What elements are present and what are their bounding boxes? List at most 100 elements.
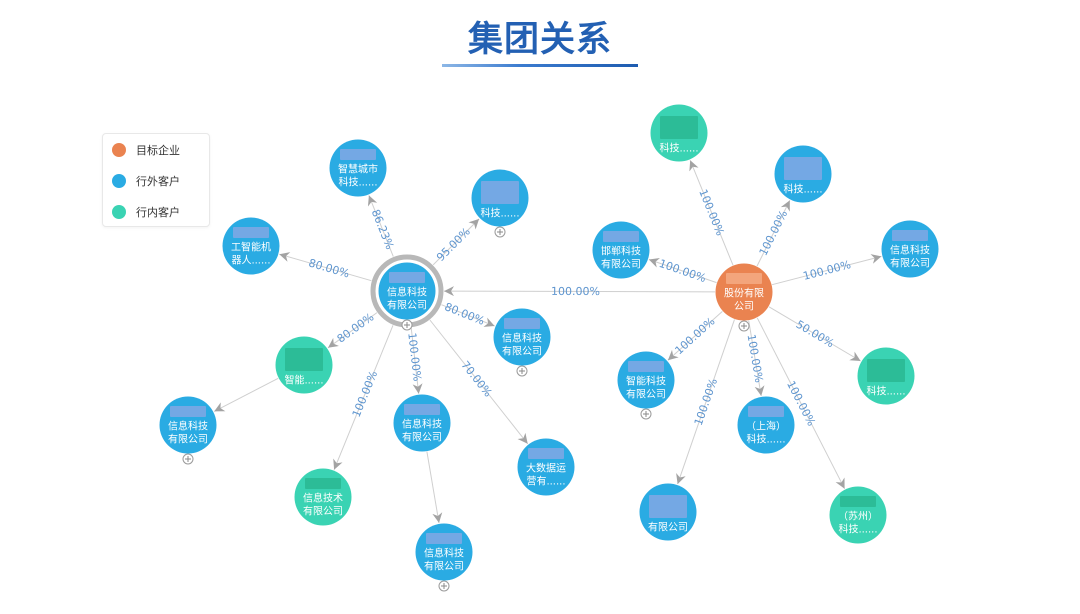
masked-name xyxy=(233,227,269,238)
masked-name xyxy=(784,157,822,180)
relation-edge xyxy=(771,254,882,286)
plus-sign xyxy=(497,229,503,235)
edge-share-label: 100.00% xyxy=(745,333,766,383)
plus-circle-icon[interactable] xyxy=(738,320,750,332)
plus-circle-icon[interactable] xyxy=(438,580,450,592)
node-name-line: 有限公司 xyxy=(626,388,666,401)
masked-name xyxy=(170,406,206,417)
relation-edge xyxy=(748,320,765,396)
relation-edge xyxy=(432,218,480,266)
plus-circle-icon[interactable] xyxy=(516,365,528,377)
node-name-line: 营有...... xyxy=(526,475,565,488)
plus-sign xyxy=(185,456,191,462)
teal-circle-icon xyxy=(112,205,126,219)
node-name-line: 工智能机 xyxy=(231,241,271,254)
external-client-node[interactable]: 工智能机器人...... xyxy=(222,217,280,275)
edge-share-label: 100.00% xyxy=(405,332,423,382)
node-name-line: 邯郸科技 xyxy=(601,245,641,258)
plus-sign xyxy=(643,411,649,417)
node-name-line: 科技...... xyxy=(338,176,377,189)
plus-circle-icon[interactable] xyxy=(182,453,194,465)
page-title: 集团关系 xyxy=(467,20,612,60)
external-client-node[interactable]: 智慧城市科技...... xyxy=(329,139,387,197)
masked-name xyxy=(426,533,462,544)
node-name-line: 有限公司 xyxy=(168,433,208,446)
node-name-line: 科技...... xyxy=(659,142,698,155)
node-name-line: 科技...... xyxy=(783,183,822,196)
legend-item-internal-client[interactable]: 行内客户 xyxy=(112,202,180,222)
masked-name xyxy=(340,149,376,160)
legend-item-target-company[interactable]: 目标企业 xyxy=(112,140,180,160)
edge-share-label: 100.00% xyxy=(551,285,600,298)
external-client-node[interactable]: （上海）科技...... xyxy=(737,396,795,454)
plus-sign xyxy=(519,368,525,374)
node-name-line: 有限公司 xyxy=(424,560,464,573)
orange-circle-icon xyxy=(112,143,126,157)
node-name-line: 有限公司 xyxy=(648,521,688,534)
relation-edge xyxy=(648,257,717,284)
internal-client-node[interactable]: 智能...... xyxy=(275,336,333,394)
external-client-node[interactable]: 大数据运营有...... xyxy=(517,438,575,496)
masked-name xyxy=(649,495,687,518)
nodes-layer: 股份有限公司信息科技有限公司智慧城市科技......科技......工智能机器人… xyxy=(159,104,939,592)
node-name-line: 智能...... xyxy=(284,374,323,387)
relation-edge xyxy=(426,451,443,523)
edge-share-label: 100.00% xyxy=(672,315,717,357)
node-name-line: 科技...... xyxy=(480,207,519,220)
edge-share-label: 70.00% xyxy=(458,359,494,400)
node-name-line: 科技...... xyxy=(746,433,785,446)
edge-share-label: 100.00% xyxy=(757,208,791,258)
node-name-line: 器人...... xyxy=(231,255,270,267)
relation-edge xyxy=(327,312,378,349)
node-name-line: （上海） xyxy=(746,420,786,433)
external-client-node[interactable]: 科技...... xyxy=(471,169,529,227)
relation-edge xyxy=(279,252,372,282)
masked-name xyxy=(892,230,928,241)
masked-name xyxy=(404,404,440,415)
external-client-node[interactable]: 科技...... xyxy=(774,145,832,203)
node-name-line: 信息科技 xyxy=(424,547,464,560)
blue-circle-icon xyxy=(112,174,126,188)
node-name-line: 信息科技 xyxy=(402,418,442,431)
internal-client-node[interactable]: （苏州）科技...... xyxy=(829,486,887,544)
internal-client-node[interactable]: 科技...... xyxy=(857,347,915,405)
node-name-line: 股份有限 xyxy=(724,287,764,300)
node-name-line: 有限公司 xyxy=(890,257,930,270)
relation-edge xyxy=(410,327,423,394)
edge-share-label: 80.00% xyxy=(335,310,377,345)
legend-item-external-client[interactable]: 行外客户 xyxy=(112,171,180,191)
plus-circle-icon[interactable] xyxy=(640,408,652,420)
masked-name xyxy=(726,273,762,284)
edge-share-label: 80.00% xyxy=(307,256,351,280)
node-name-line: 公司 xyxy=(734,302,754,313)
node-name-line: 智能科技 xyxy=(626,375,666,388)
plus-sign xyxy=(441,583,447,589)
node-name-line: 有限公司 xyxy=(387,299,427,312)
edge-share-label: 80.00% xyxy=(443,300,487,328)
plus-circle-icon[interactable] xyxy=(401,319,413,331)
node-name-line: 信息科技 xyxy=(890,244,930,257)
masked-name xyxy=(748,406,784,417)
plus-circle-icon[interactable] xyxy=(494,226,506,238)
internal-client-node[interactable]: 科技...... xyxy=(650,104,708,162)
relation-edge xyxy=(676,319,735,485)
edge-share-label: 100.00% xyxy=(350,369,381,419)
node-name-line: 大数据运 xyxy=(526,462,566,475)
legend-label: 目标企业 xyxy=(136,144,180,157)
masked-name xyxy=(504,318,540,329)
edge-share-label: 50.00% xyxy=(794,318,837,351)
masked-name xyxy=(840,496,876,507)
masked-name xyxy=(528,448,564,459)
external-client-node[interactable]: 有限公司 xyxy=(639,483,697,541)
